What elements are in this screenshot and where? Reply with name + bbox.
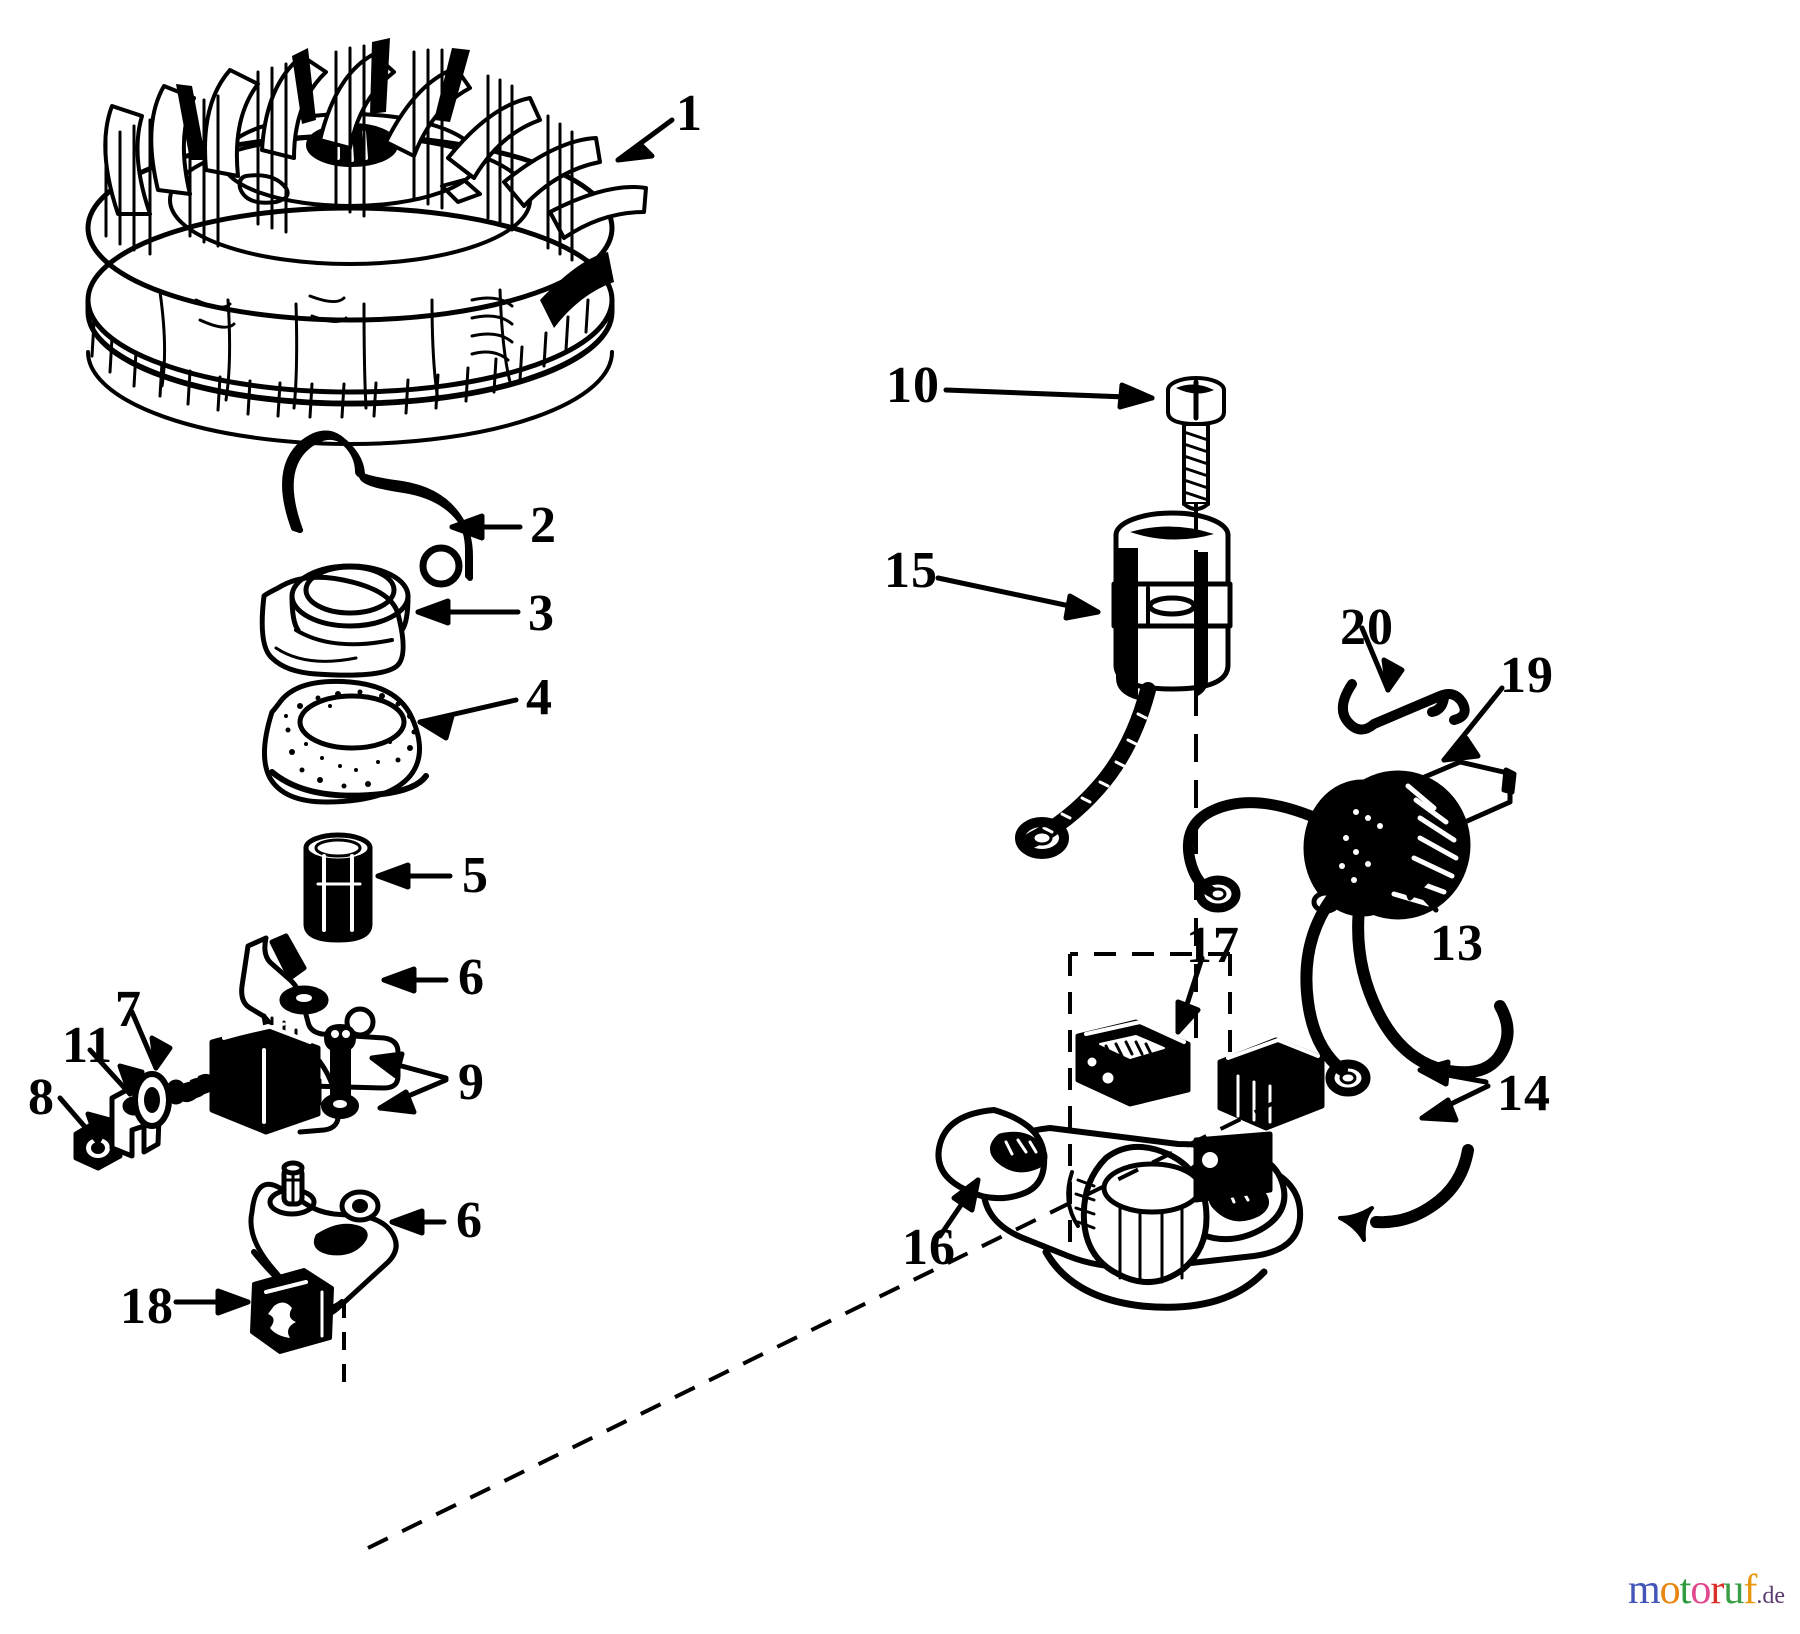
watermark-letter-t: t: [1679, 1567, 1692, 1613]
callout-8: 8: [28, 1069, 55, 1126]
callout-14: 14: [1497, 1065, 1551, 1122]
hook-spring-illustration: [1337, 679, 1470, 735]
watermark-suffix: .de: [1756, 1583, 1785, 1609]
callout-1: 1: [676, 85, 703, 142]
callout-4: 4: [526, 669, 553, 726]
callout-11: 11: [62, 1017, 114, 1074]
callout-16: 16: [902, 1219, 956, 1276]
nut-illustration: [73, 1119, 123, 1171]
contact-cluster-illustration: [73, 1022, 341, 1171]
callout-3: 3: [528, 585, 555, 642]
callout-2: 2: [530, 497, 557, 554]
callout-18: 18: [120, 1278, 174, 1335]
condenser-illustration: [1015, 510, 1233, 859]
callout-19: 19: [1500, 647, 1554, 704]
spring-clip-illustration: [282, 430, 473, 588]
callout-5: 5: [462, 847, 489, 904]
armature-illustration: [935, 1019, 1325, 1311]
callout-7: 7: [115, 981, 142, 1038]
callout-10: 10: [886, 357, 940, 414]
assembly-dashed-guides: [342, 504, 1301, 1550]
callout-15: 15: [884, 542, 938, 599]
callout-9: 9: [458, 1054, 485, 1111]
callout-6-lower: 6: [456, 1192, 483, 1249]
motoruf-watermark: motoruf.de: [1628, 1566, 1785, 1614]
callout-6-upper: 6: [458, 949, 485, 1006]
watermark-letter-o2: o: [1690, 1567, 1711, 1613]
callout-20: 20: [1340, 599, 1394, 656]
bushing-illustration: [303, 832, 373, 943]
watermark-letter-m: m: [1628, 1567, 1661, 1613]
felt-seal-illustration: [261, 678, 429, 805]
flywheel-illustration: [85, 38, 648, 446]
insulator-washer-illustration: [132, 1071, 172, 1129]
contact-block-illustration: [250, 1268, 334, 1354]
leader-lines: [57, 117, 1505, 1316]
screw-washer-illustration: [321, 1024, 359, 1119]
watermark-letter-r: r: [1710, 1567, 1724, 1613]
callout-17: 17: [1186, 917, 1240, 974]
watermark-letter-u: u: [1723, 1567, 1744, 1613]
callout-13: 13: [1430, 915, 1484, 972]
bearing-retainer-illustration: [259, 563, 411, 678]
watermark-letter-f: f: [1743, 1567, 1757, 1613]
watermark-letter-o1: o: [1659, 1567, 1681, 1613]
